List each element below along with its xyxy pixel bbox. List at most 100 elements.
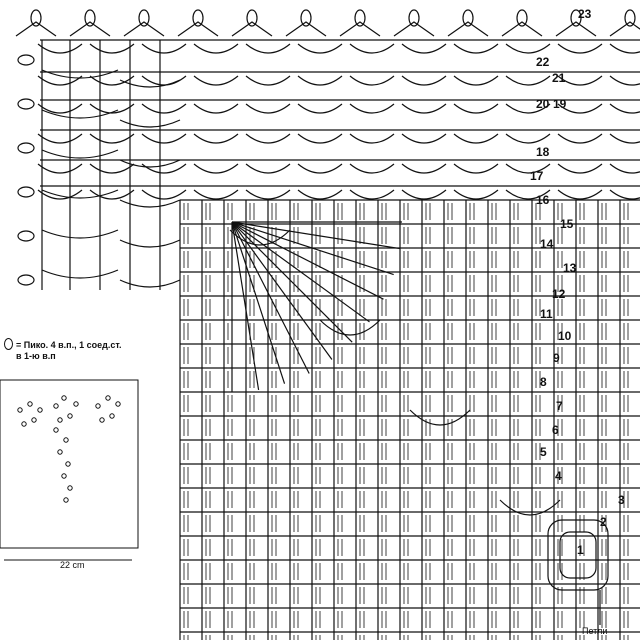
chain-arc: [557, 103, 603, 114]
inset-dot: [31, 417, 37, 423]
loop-label: Петли: [582, 626, 607, 636]
inset-dot: [61, 473, 67, 479]
shell-motif: [319, 319, 381, 336]
inset-dot: [57, 449, 63, 455]
chain-arc: [609, 43, 640, 54]
row-number-label: 7: [556, 399, 563, 413]
inset-thumbnail: [0, 379, 139, 561]
picot: [300, 9, 312, 27]
chain-arc: [245, 189, 291, 200]
picot: [408, 9, 420, 27]
chain-arc: [401, 189, 447, 200]
chain-arc: [141, 43, 187, 54]
chain-arc: [349, 75, 395, 86]
radial-stitch: [231, 221, 310, 374]
chain-arc: [453, 103, 499, 114]
picot-fan: [231, 21, 273, 37]
row-number-label: 16: [536, 193, 550, 207]
chain-arc: [193, 43, 239, 54]
inset-dot: [57, 417, 63, 423]
picot-edge: [15, 9, 640, 286]
picot-fan: [609, 21, 640, 37]
chain-arc: [453, 133, 499, 144]
chain-arc: [609, 163, 640, 174]
row-number-label: 8: [540, 375, 547, 389]
chain-arc: [505, 163, 551, 174]
chain-arc: [245, 103, 291, 114]
chain-arc: [401, 43, 447, 54]
inset-dot: [73, 401, 79, 407]
row-number-label: 3: [618, 493, 625, 507]
chain-arc: [193, 163, 239, 174]
inset-dot: [95, 403, 101, 409]
radial-stitch: [231, 221, 401, 250]
chain-arc: [141, 189, 187, 200]
chain-arc: [609, 103, 640, 114]
chain-arc: [505, 103, 551, 114]
picot: [354, 9, 366, 27]
inset-dot: [67, 485, 73, 491]
chain-arc: [119, 159, 181, 168]
chain-arc: [349, 189, 395, 200]
picot: [17, 186, 35, 198]
chain-arc: [505, 43, 551, 54]
picot-fan: [123, 21, 165, 37]
chain-arc: [557, 163, 603, 174]
chain-arc: [193, 133, 239, 144]
chain-arc: [89, 133, 135, 144]
row-number-label: 19: [553, 97, 567, 111]
picot: [17, 230, 35, 242]
picot-fan: [285, 21, 327, 37]
chain-arc: [401, 103, 447, 114]
radial-stitch: [231, 221, 353, 343]
chain-arc: [41, 109, 119, 119]
inset-dot: [21, 421, 27, 427]
chain-arc: [245, 75, 291, 86]
radial-stitch: [231, 221, 370, 323]
picot: [17, 274, 35, 286]
chain-arc: [141, 133, 187, 144]
row-number-label: 15: [560, 217, 574, 231]
picot-legend-line1: = Пико. 4 в.п., 1 соед.ст.: [16, 340, 122, 350]
picot: [624, 9, 636, 27]
chain-arc: [41, 269, 119, 279]
row-number-label: 17: [530, 169, 544, 183]
chain-arc: [119, 79, 181, 88]
inset-dot: [53, 427, 59, 433]
chain-arc: [119, 279, 181, 288]
chain-arc: [41, 229, 119, 239]
chain-arc: [505, 75, 551, 86]
picot-fan: [15, 21, 57, 37]
row-number-label: 2: [600, 515, 607, 529]
shell-motif: [409, 409, 471, 426]
inset-dot: [63, 437, 69, 443]
chain-arc: [349, 43, 395, 54]
inset-dot: [109, 413, 115, 419]
row-number-label: 22: [536, 55, 550, 69]
radial-stitch: [231, 221, 384, 300]
inset-dot: [61, 395, 67, 401]
chain-arc: [37, 133, 83, 144]
inset-dot: [17, 407, 23, 413]
chain-arc: [453, 43, 499, 54]
chain-arc: [505, 133, 551, 144]
row-number-label: 13: [563, 261, 577, 275]
chain-arc: [89, 43, 135, 54]
chain-arc: [557, 133, 603, 144]
chain-arc: [453, 163, 499, 174]
radial-stitch: [231, 221, 260, 391]
chain-arc: [297, 103, 343, 114]
row-number-label: 5: [540, 445, 547, 459]
picot: [84, 9, 96, 27]
chain-arc: [609, 133, 640, 144]
row-number-label: 1: [577, 543, 584, 557]
picot: [17, 54, 35, 66]
chain-arc: [349, 133, 395, 144]
radial-stitch: [231, 221, 394, 276]
radial-stitch: [231, 221, 286, 384]
picot: [516, 9, 528, 27]
chain-arc: [41, 189, 119, 199]
shell-motif: [229, 229, 291, 246]
